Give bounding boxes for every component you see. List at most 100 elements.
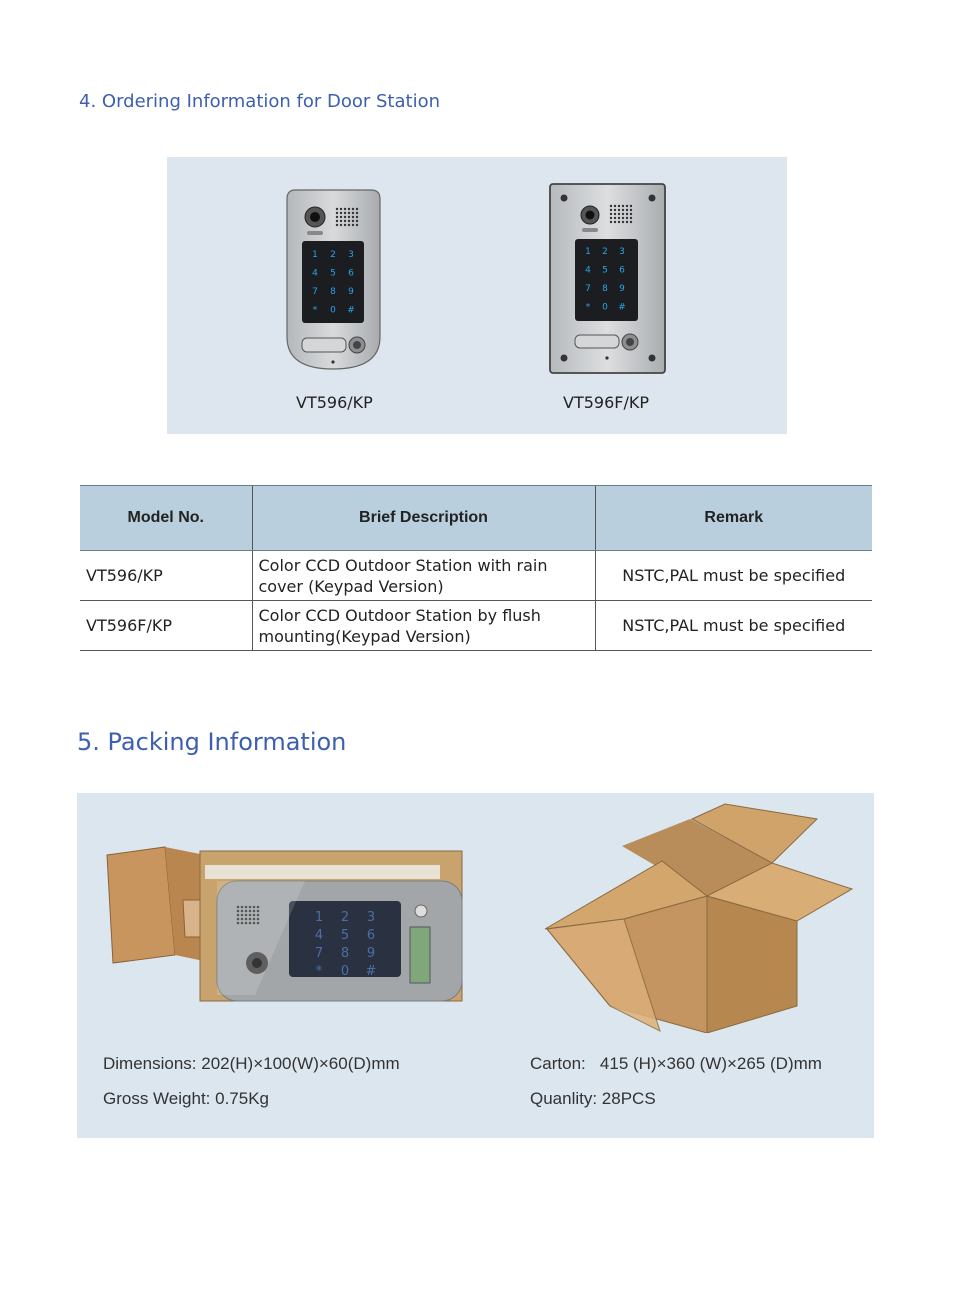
- section-5-title: 5. Packing Information: [77, 728, 347, 756]
- speaker-hole: [629, 216, 633, 220]
- speaker-hole: [335, 211, 339, 215]
- speaker-hole: [343, 223, 347, 227]
- keypad-key: 3: [367, 910, 375, 925]
- speaker-hole: [621, 212, 625, 216]
- speaker-hole: [248, 921, 252, 925]
- speaker-hole: [244, 921, 248, 925]
- speaker-hole: [248, 909, 252, 913]
- speaker-hole: [347, 215, 351, 219]
- speaker-hole: [617, 216, 621, 220]
- speaker-hole: [355, 215, 359, 219]
- keypad-key: 4: [315, 928, 323, 943]
- ordering-table: Model No. Brief Description Remark VT596…: [80, 485, 872, 651]
- speaker-hole: [256, 913, 260, 917]
- speaker-hole: [236, 921, 240, 925]
- quantity-text: Quanlity: 28PCS: [530, 1089, 656, 1108]
- speaker-hole: [244, 905, 248, 909]
- speaker-hole: [617, 204, 621, 208]
- table-row: VT596/KP Color CCD Outdoor Station with …: [80, 550, 872, 601]
- keypad-key: 1: [585, 247, 591, 257]
- keypad-key: 4: [585, 266, 591, 276]
- keypad-key: 5: [602, 266, 608, 276]
- speaker-hole: [240, 909, 244, 913]
- speaker-hole: [343, 219, 347, 223]
- keypad-key: 1: [315, 910, 323, 925]
- speaker-hole: [351, 219, 355, 223]
- speaker-hole: [240, 905, 244, 909]
- keypad-key: 6: [619, 266, 625, 276]
- keypad-key: 1: [312, 250, 318, 260]
- speaker-hole: [609, 216, 613, 220]
- speaker-hole: [351, 215, 355, 219]
- keypad-key: *: [316, 964, 323, 979]
- speaker-hole: [351, 223, 355, 227]
- speaker-hole: [248, 913, 252, 917]
- keypad-key: 0: [330, 306, 336, 316]
- speaker-hole: [236, 917, 240, 921]
- speaker-hole: [613, 212, 617, 216]
- speaker-hole: [240, 913, 244, 917]
- speaker-hole: [625, 208, 629, 212]
- speaker-hole: [252, 913, 256, 917]
- speaker-hole: [355, 223, 359, 227]
- speaker-hole: [355, 219, 359, 223]
- speaker-hole: [236, 905, 240, 909]
- model-cell: VT596F/KP: [80, 600, 252, 651]
- speaker-hole: [339, 211, 343, 215]
- model-cell: VT596/KP: [80, 550, 252, 601]
- keypad-key: 5: [341, 928, 349, 943]
- speaker-hole: [613, 204, 617, 208]
- speaker-hole: [347, 223, 351, 227]
- speaker-hole: [629, 204, 633, 208]
- speaker-hole: [248, 905, 252, 909]
- speaker-hole: [351, 207, 355, 211]
- keypad-key: 2: [341, 910, 349, 925]
- keypad-key: 8: [341, 946, 349, 961]
- speaker-hole: [613, 216, 617, 220]
- speaker-hole: [236, 909, 240, 913]
- gross-weight-text: Gross Weight: 0.75Kg: [103, 1089, 269, 1108]
- keypad-key: #: [347, 306, 355, 316]
- keypad-key: 2: [330, 250, 336, 260]
- keypad-key: 3: [348, 250, 354, 260]
- speaker-hole: [256, 905, 260, 909]
- remark-cell: NSTC,PAL must be specified: [594, 550, 872, 601]
- description-line: Color CCD Outdoor Station by flush: [258, 605, 541, 625]
- speaker-hole: [339, 207, 343, 211]
- speaker-hole: [625, 220, 629, 224]
- speaker-hole: [625, 216, 629, 220]
- speaker-hole: [252, 921, 256, 925]
- speaker-hole: [252, 909, 256, 913]
- header-brief-description: Brief Description: [251, 485, 595, 551]
- speaker-hole: [244, 917, 248, 921]
- speaker-hole: [625, 204, 629, 208]
- header-model-no: Model No.: [80, 485, 252, 551]
- keypad-key: 7: [315, 946, 323, 961]
- speaker-hole: [609, 220, 613, 224]
- speaker-hole: [343, 211, 347, 215]
- speaker-hole: [347, 207, 351, 211]
- speaker-hole: [335, 215, 339, 219]
- keypad-key: 7: [585, 284, 591, 294]
- speaker-hole: [629, 212, 633, 216]
- speaker-hole: [335, 219, 339, 223]
- description-line: cover (Keypad Version): [258, 576, 444, 596]
- speaker-hole: [625, 212, 629, 216]
- dimensions-text: Dimensions: 202(H)×100(W)×60(D)mm: [103, 1054, 400, 1073]
- speaker-hole: [343, 215, 347, 219]
- keypad-key: 7: [312, 287, 318, 297]
- carton-text: Carton: 415 (H)×360 (W)×265 (D)mm: [530, 1054, 822, 1073]
- product-caption-vt596-kp: VT596/KP: [296, 393, 373, 412]
- keypad-key: 9: [619, 284, 625, 294]
- description-line: Color CCD Outdoor Station with rain: [258, 555, 548, 575]
- speaker-hole: [236, 913, 240, 917]
- keypad-key: 0: [341, 964, 349, 979]
- table-header-row: Model No. Brief Description Remark: [80, 485, 872, 551]
